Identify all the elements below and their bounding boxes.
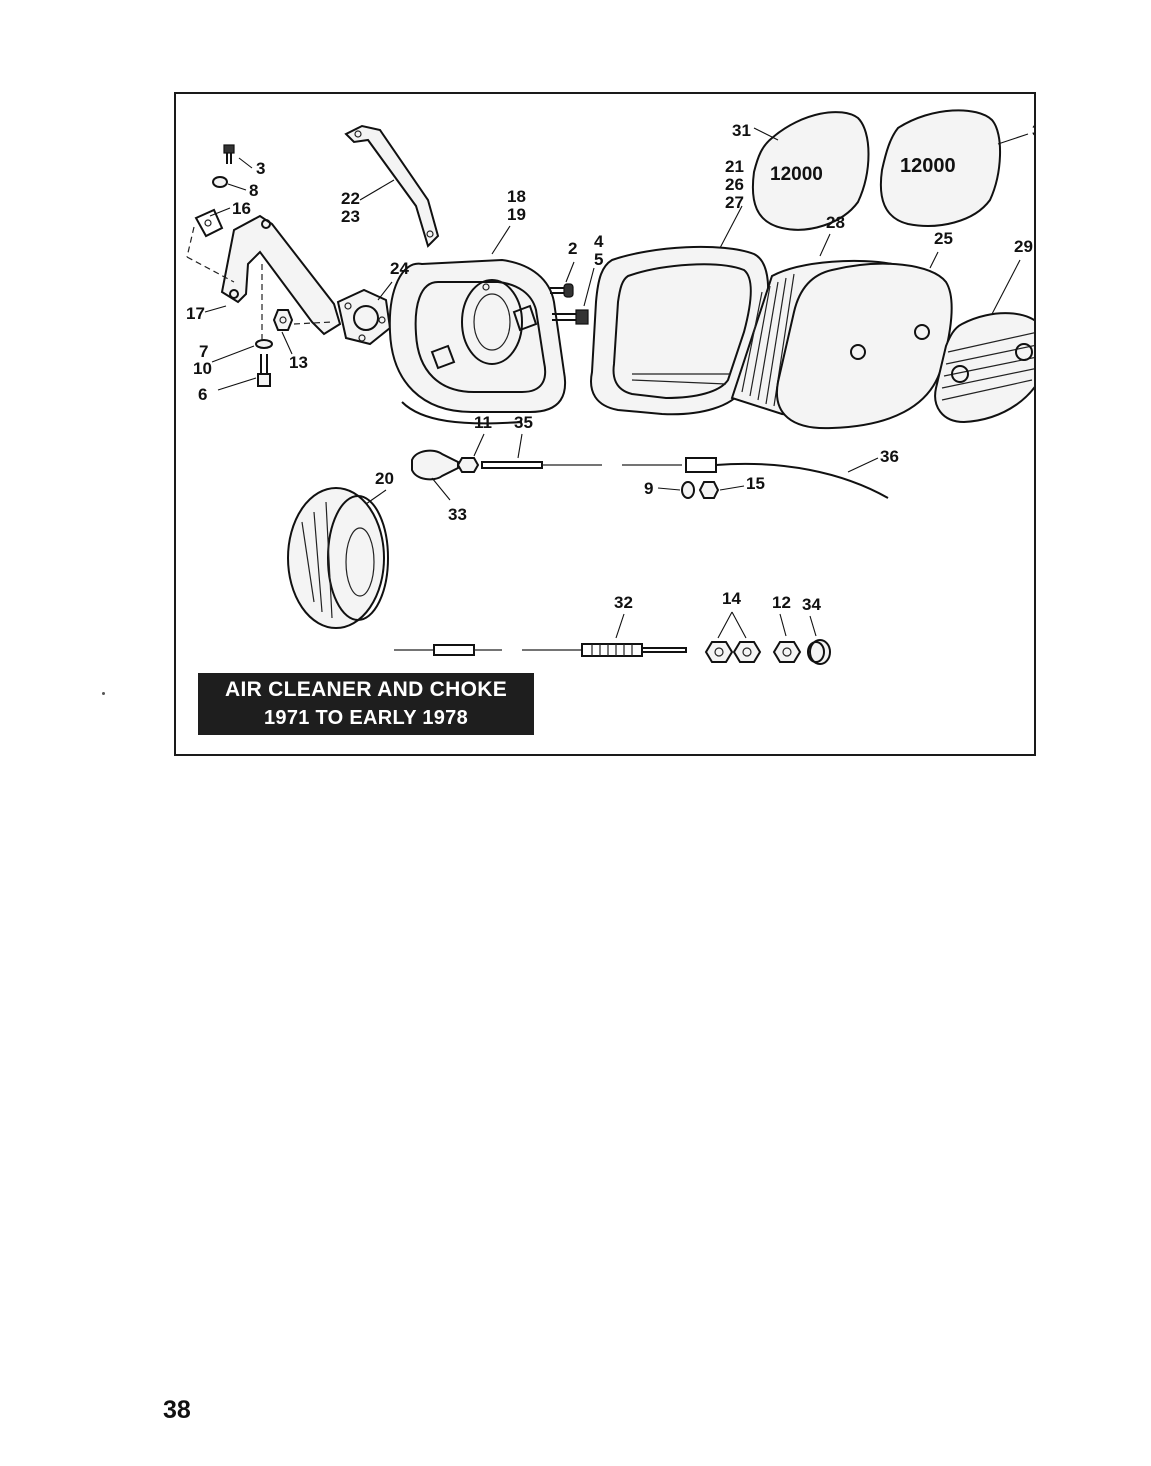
- gasket: [336, 288, 392, 346]
- washer-9: [681, 481, 695, 499]
- hex-nut-14a: [704, 641, 734, 663]
- nut-15: [698, 481, 720, 499]
- callout-14: 14: [722, 589, 741, 608]
- callout-21: 21: [725, 157, 744, 176]
- choke-knob: [411, 449, 459, 481]
- page-number: 38: [163, 1396, 191, 1424]
- locknut-13: [272, 309, 294, 331]
- cover-30: 12000: [879, 109, 1001, 227]
- callout-31: 31: [732, 121, 751, 140]
- callout-8: 8: [249, 181, 258, 200]
- callout-5: 5: [594, 250, 603, 269]
- callout-22: 22: [341, 189, 360, 208]
- screw-2: [550, 283, 574, 298]
- trim-29: [934, 312, 1034, 424]
- support-bracket: [344, 124, 440, 248]
- callout-10: 10: [193, 359, 212, 378]
- callout-36: 36: [880, 447, 899, 466]
- bolt-6: [257, 354, 271, 387]
- callout-2: 2: [568, 239, 577, 258]
- callout-29: 29: [1014, 237, 1033, 256]
- hex-nut-12: [772, 641, 802, 663]
- callout-33: 33: [448, 505, 467, 524]
- callout-3: 3: [256, 159, 265, 178]
- leader-lines: [204, 127, 1029, 639]
- washer-7: [255, 339, 273, 349]
- cable-32: [394, 643, 687, 657]
- callout-12: 12: [772, 593, 791, 612]
- choke-cable: [481, 457, 889, 499]
- callout-19: 19: [507, 205, 526, 224]
- bolt-4-5: [552, 309, 589, 325]
- figure-frame: 12000 12000: [174, 92, 1036, 756]
- callout-17: 17: [186, 304, 205, 323]
- callout-24: 24: [390, 259, 409, 278]
- callout-18: 18: [507, 187, 526, 206]
- screw-3: [223, 144, 235, 164]
- callout-4: 4: [594, 232, 604, 251]
- callout-labels: 3 8 16 22 23 18 19 2 4 5 24 17 7 10 13 6…: [186, 121, 1034, 614]
- callout-25: 25: [934, 229, 953, 248]
- callout-11: 11: [474, 413, 492, 432]
- callout-30: 30: [1032, 121, 1034, 140]
- cover-30-text: 12000: [900, 155, 956, 177]
- hex-nut-14b: [732, 641, 762, 663]
- sealing-roll: [287, 487, 389, 629]
- callout-9: 9: [644, 479, 653, 498]
- exploded-parts-diagram: 12000 12000: [186, 109, 1034, 665]
- callout-13: 13: [289, 353, 308, 372]
- callout-16: 16: [232, 199, 251, 218]
- callout-34: 34: [802, 595, 821, 614]
- callout-35: 35: [514, 413, 533, 432]
- cap-34: [807, 639, 831, 665]
- cover-31: 12000: [751, 111, 870, 231]
- mounting-bracket: [186, 208, 342, 342]
- callout-27: 27: [725, 193, 744, 212]
- callout-28: 28: [826, 213, 845, 232]
- figure-title-line1: AIR CLEANER AND CHOKE: [224, 678, 508, 701]
- backing-plate: [388, 258, 567, 425]
- washer-8: [212, 176, 228, 188]
- cover-31-text: 12000: [770, 164, 823, 185]
- figure-title-line2: 1971 TO EARLY 1978: [263, 707, 469, 729]
- callout-6: 6: [198, 385, 207, 404]
- scan-speck: [102, 692, 105, 695]
- callout-7: 7: [199, 342, 208, 361]
- figure-title-box: AIR CLEANER AND CHOKE 1971 TO EARLY 1978: [198, 673, 534, 735]
- callout-23: 23: [341, 207, 360, 226]
- callout-15: 15: [746, 474, 765, 493]
- hex-nut-11: [456, 457, 480, 473]
- callout-26: 26: [725, 175, 744, 194]
- cover-25: [775, 262, 953, 430]
- callout-20: 20: [375, 469, 394, 488]
- callout-32: 32: [614, 593, 633, 612]
